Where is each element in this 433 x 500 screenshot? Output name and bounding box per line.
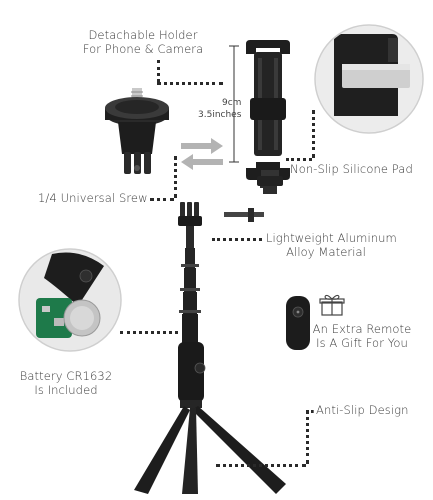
phone-holder-image — [246, 40, 290, 188]
leader-antislip-v — [306, 410, 309, 464]
leader-pad-h — [286, 158, 312, 161]
alloy-label-line1: Lightweight Aluminum — [266, 231, 397, 245]
leader-pad-v — [312, 110, 315, 158]
holder-label: Detachable Holder For Phone & Camera — [78, 28, 208, 56]
antislip-label: Anti-Slip Design — [316, 403, 409, 417]
screw-label: 1/4 Universal Srew — [38, 191, 148, 205]
remote-label-line2: Is A Gift For You — [316, 336, 408, 350]
leader-holder-v — [157, 60, 160, 82]
holder-label-line1: Detachable Holder — [88, 28, 198, 42]
silicone-pad-zoom — [314, 24, 424, 134]
small-screw-image — [224, 208, 264, 222]
alloy-label-line2: Alloy Material — [286, 245, 366, 259]
arrow-left-icon — [181, 154, 223, 170]
dimension-metric: 9cm — [222, 98, 242, 108]
screw-mount-image — [105, 88, 169, 174]
gift-icon — [319, 294, 345, 316]
leader-antislip-stub — [306, 410, 314, 413]
holder-label-line2: For Phone & Camera — [82, 42, 204, 56]
tripod-image — [134, 202, 286, 494]
dimension-imperial: 3.5inches — [198, 110, 242, 120]
leader-holder-h — [157, 82, 223, 85]
leader-alloy-h — [212, 238, 262, 241]
leader-antislip-h — [216, 464, 306, 467]
arrow-right-icon — [181, 138, 223, 154]
holder-knob — [257, 170, 283, 194]
remote-label: An Extra Remote Is A Gift For You — [310, 322, 414, 350]
leader-battery-h — [120, 331, 178, 334]
dimension-bracket — [229, 45, 239, 163]
alloy-label: Lightweight Aluminum Alloy Material — [266, 231, 397, 259]
leader-screw-h — [150, 198, 174, 201]
battery-label: Battery CR1632 Is Included — [14, 369, 118, 397]
pad-label: Non-Slip Silicone Pad — [290, 162, 413, 176]
battery-label-line1: Battery CR1632 — [19, 369, 113, 383]
leader-screw-v — [174, 156, 177, 198]
remote-label-line1: An Extra Remote — [312, 322, 412, 336]
swap-arrows — [181, 138, 223, 170]
remote-image — [286, 296, 310, 350]
battery-label-line2: Is Included — [34, 383, 98, 397]
battery-zoom — [18, 248, 122, 352]
